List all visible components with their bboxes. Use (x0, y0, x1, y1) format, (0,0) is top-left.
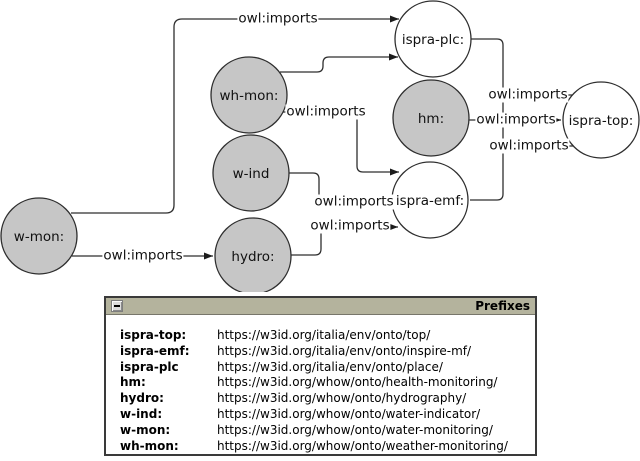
node-label-hm: hm: (418, 111, 444, 127)
prefix-row: ispra-plc https://w3id.org/italia/env/on… (120, 360, 535, 376)
prefix-name: w-mon: (120, 422, 171, 437)
node-ispra-plc[interactable] (394, 0, 472, 78)
node-label-w-ind: w-ind (233, 166, 270, 182)
edge-label-hm-ispra-top: owl:imports (475, 111, 557, 128)
prefix-row: ispra-emf: https://w3id.org/italia/env/o… (120, 344, 535, 360)
node-label-ispra-emf: ispra-emf: (396, 193, 464, 209)
prefix-uri: https://w3id.org/whow/onto/water-indicat… (217, 406, 481, 421)
node-hm[interactable] (392, 79, 470, 157)
edge-label-w-ind-ispra-emf: owl:imports (313, 193, 395, 210)
node-w-ind[interactable] (212, 134, 290, 212)
prefix-row: ispra-top: https://w3id.org/italia/env/o… (120, 328, 535, 344)
prefix-uri: https://w3id.org/whow/onto/water-monitor… (217, 422, 493, 437)
edge-label-ispra-emf-ispra-top: owl:imports (488, 137, 570, 154)
edge-w-mon-ispra-plc (71, 15, 399, 214)
prefix-name: ispra-emf: (120, 343, 190, 358)
edge-label-w-mon-hydro: owl:imports (102, 247, 184, 264)
prefix-uri: https://w3id.org/italia/env/onto/inspire… (217, 343, 472, 358)
prefix-name: ispra-plc (120, 359, 179, 374)
prefix-uri: https://w3id.org/italia/env/onto/top/ (217, 328, 431, 342)
ontology-import-diagram: w-mon: wh-mon: w-ind hydro: ispra-plc: h… (0, 0, 640, 292)
node-label-hydro: hydro: (231, 249, 274, 265)
edge-label-wh-mon-ispra-emf: owl:imports (285, 103, 367, 120)
prefix-row: wh-mon: https://w3id.org/whow/onto/weath… (120, 439, 535, 455)
node-label-w-mon: w-mon: (14, 229, 64, 245)
node-hydro[interactable] (214, 217, 292, 292)
node-wh-mon[interactable] (210, 56, 288, 134)
prefix-row: hm: https://w3id.org/whow/onto/health-mo… (120, 375, 535, 391)
prefix-name: hydro: (120, 391, 164, 406)
prefix-name: ispra-top: (120, 328, 187, 342)
prefix-name: w-ind: (120, 406, 163, 421)
minimize-button[interactable] (111, 300, 123, 312)
prefixes-list: ispra-top: https://w3id.org/italia/env/o… (106, 315, 535, 454)
prefix-row: w-mon: https://w3id.org/whow/onto/water-… (120, 423, 535, 439)
diagram-canvas: w-mon: wh-mon: w-ind hydro: ispra-plc: h… (0, 0, 640, 292)
edge-label-hydro-ispra-emf: owl:imports (309, 217, 391, 234)
prefixes-title-bar: Prefixes (106, 298, 535, 315)
prefix-uri: https://w3id.org/whow/onto/weather-monit… (217, 438, 508, 453)
prefix-row: hydro: https://w3id.org/whow/onto/hydrog… (120, 391, 535, 407)
prefix-name: wh-mon: (120, 438, 179, 453)
prefixes-window: Prefixes ispra-top: https://w3id.org/ita… (104, 296, 537, 456)
minimize-icon (114, 305, 120, 307)
edge-label-ispra-plc-ispra-top: owl:imports (487, 86, 569, 103)
node-label-ispra-plc: ispra-plc: (402, 32, 464, 48)
node-ispra-top[interactable] (562, 81, 640, 159)
prefix-uri: https://w3id.org/whow/onto/health-monito… (217, 375, 498, 390)
edge-wh-mon-ispra-plc (280, 53, 398, 73)
node-w-mon[interactable] (0, 197, 78, 275)
edge-wh-mon-ispra-emf (283, 111, 399, 176)
prefixes-window-title: Prefixes (475, 299, 530, 313)
node-label-ispra-top: ispra-top: (569, 113, 634, 129)
prefix-name: hm: (120, 375, 146, 390)
edge-label-w-mon-ispra-plc: owl:imports (237, 10, 319, 27)
prefix-row: w-ind: https://w3id.org/whow/onto/water-… (120, 407, 535, 423)
node-label-wh-mon: wh-mon: (220, 88, 279, 104)
prefix-uri: https://w3id.org/whow/onto/hydrography/ (217, 391, 467, 406)
prefix-uri: https://w3id.org/italia/env/onto/place/ (217, 359, 443, 374)
